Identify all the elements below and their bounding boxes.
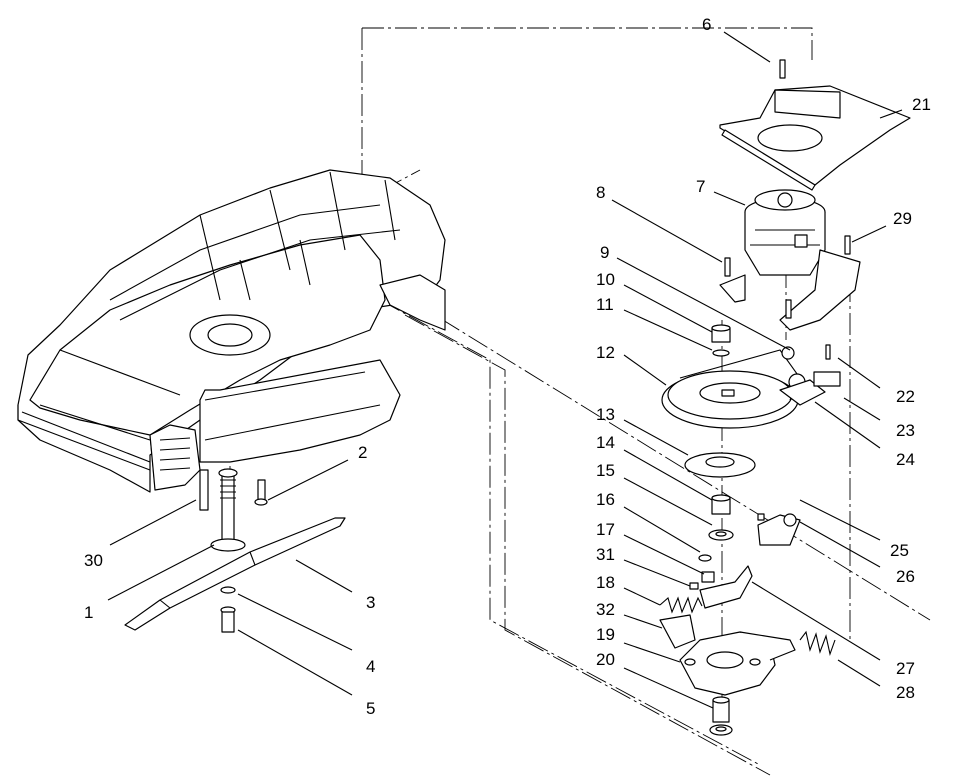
callout-23: 23 — [896, 421, 915, 440]
callout-31: 31 — [596, 545, 615, 564]
callout-2: 2 — [358, 443, 367, 462]
callout-5: 5 — [366, 699, 375, 718]
callout-20: 20 — [596, 650, 615, 669]
callout-6: 6 — [702, 15, 711, 34]
callout-1: 1 — [84, 603, 93, 622]
callout-32: 32 — [596, 600, 615, 619]
callout-18: 18 — [596, 573, 615, 592]
callout-12: 12 — [596, 343, 615, 362]
callout-11: 11 — [596, 295, 614, 314]
callout-8: 8 — [596, 183, 605, 202]
callout-24: 24 — [896, 450, 915, 469]
callout-labels: 6 21 7 8 29 9 10 11 12 22 23 24 13 14 15… — [84, 15, 931, 718]
callout-9: 9 — [600, 243, 609, 262]
callout-10: 10 — [596, 270, 615, 289]
callout-19: 19 — [596, 625, 615, 644]
callout-25: 25 — [890, 541, 909, 560]
callout-22: 22 — [896, 387, 915, 406]
blade-assembly — [124, 468, 346, 633]
callout-15: 15 — [596, 461, 615, 480]
callout-16: 16 — [596, 490, 615, 509]
callout-21: 21 — [912, 95, 931, 114]
callout-7: 7 — [696, 177, 705, 196]
callout-3: 3 — [366, 593, 375, 612]
callout-30: 30 — [84, 551, 103, 570]
callout-27: 27 — [896, 659, 915, 678]
drive-components — [659, 59, 911, 736]
callout-29: 29 — [893, 209, 912, 228]
leader-lines — [107, 31, 903, 709]
callout-14: 14 — [596, 433, 615, 452]
callout-4: 4 — [366, 657, 375, 676]
callout-26: 26 — [896, 567, 915, 586]
mower-deck — [17, 169, 446, 493]
callout-28: 28 — [896, 683, 915, 702]
callout-13: 13 — [596, 405, 615, 424]
callout-17: 17 — [596, 520, 615, 539]
